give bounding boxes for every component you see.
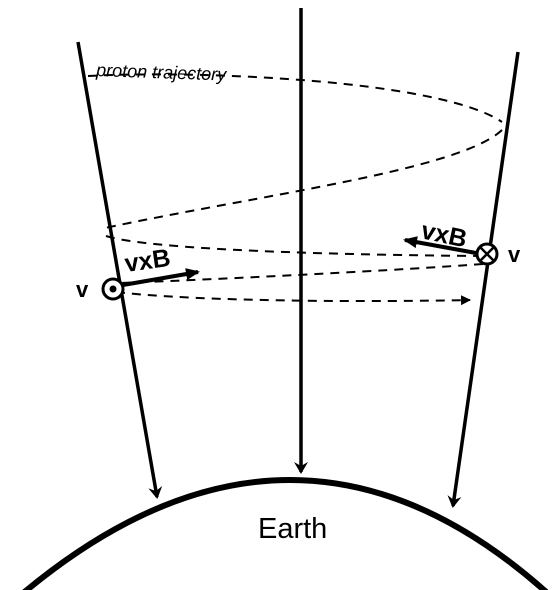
trajectory-label: proton trajectory (95, 60, 228, 85)
cross-circle-icon (475, 242, 499, 266)
proton-trajectory (87, 73, 503, 306)
field-line-right (447, 51, 520, 508)
dot-circle-icon (101, 277, 125, 301)
velocity-label-left: v (76, 277, 89, 302)
earth-label: Earth (258, 513, 327, 545)
earth-surface (22, 477, 549, 590)
force-label-left: vxB (123, 244, 172, 278)
force-arrow-right (403, 236, 477, 255)
force-label-right: vxB (419, 216, 470, 253)
force-arrow-left (122, 268, 200, 287)
field-line-left (76, 41, 163, 499)
velocity-label-right: v (508, 242, 521, 267)
